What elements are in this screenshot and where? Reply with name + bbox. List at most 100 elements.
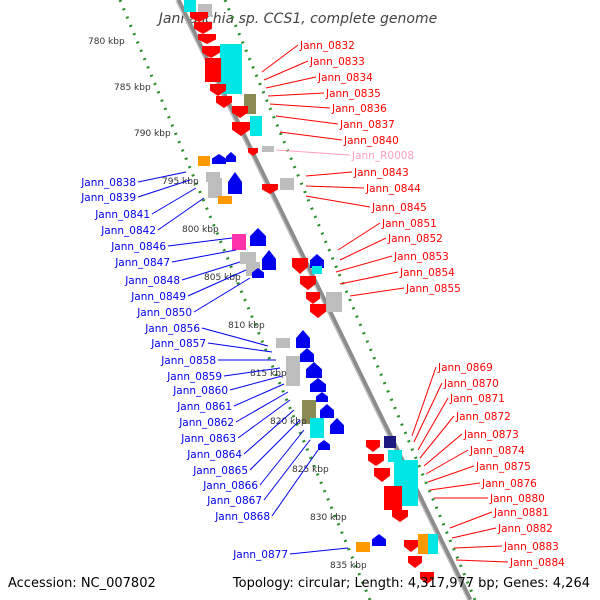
gene-feature[interactable] [280,178,294,190]
gene-label-right[interactable]: Jann_0853 [393,251,449,263]
gene-label-left[interactable]: Jann_0848 [124,275,180,287]
gene-feature[interactable] [205,58,221,82]
gene-label-right[interactable]: Jann_0854 [399,267,455,279]
gene-feature[interactable] [418,534,430,554]
gene-feature[interactable] [210,84,226,96]
gene-feature[interactable] [300,348,314,362]
gene-feature[interactable] [316,392,328,402]
gene-label-right[interactable]: Jann_0873 [463,429,519,441]
gene-feature[interactable] [252,268,264,278]
gene-feature[interactable] [286,356,300,386]
gene-feature[interactable] [320,404,334,418]
gene-label-left[interactable]: Jann_0862 [178,417,234,429]
gene-feature[interactable] [202,46,220,58]
gene-label-right[interactable]: Jann_0880 [489,493,545,505]
gene-feature[interactable] [226,152,236,162]
gene-feature[interactable] [216,96,232,108]
gene-feature[interactable] [428,534,438,554]
gene-label-left[interactable]: Jann_0842 [100,225,156,237]
gene-label-right[interactable]: Jann_0844 [365,183,421,195]
gene-label-right[interactable]: Jann_0833 [309,56,365,68]
gene-label-right[interactable]: Jann_0869 [437,362,493,374]
gene-feature[interactable] [310,418,324,438]
gene-label-left[interactable]: Jann_0850 [136,307,192,319]
gene-label-right[interactable]: Jann_0832 [299,40,355,52]
gene-label-left[interactable]: Jann_0857 [150,338,206,350]
gene-label-left[interactable]: Jann_0839 [80,192,136,204]
gene-feature[interactable] [306,362,322,378]
gene-feature[interactable] [384,486,402,510]
gene-feature[interactable] [296,330,310,348]
gene-feature[interactable] [292,258,308,274]
gene-feature[interactable] [312,266,322,274]
gene-label-left[interactable]: Jann_0849 [130,291,186,303]
gene-feature[interactable] [248,148,258,156]
gene-feature[interactable] [310,304,326,318]
gene-label-left[interactable]: Jann_0864 [186,449,242,461]
gene-feature[interactable] [208,178,222,198]
gene-feature[interactable] [366,440,380,452]
gene-feature[interactable] [310,378,326,392]
gene-feature[interactable] [232,122,250,136]
gene-feature[interactable] [356,542,370,552]
gene-label-right[interactable]: Jann_R0008 [351,150,414,162]
gene-feature[interactable] [276,338,290,348]
gene-label-right[interactable]: Jann_0872 [455,411,511,423]
gene-label-right[interactable]: Jann_0836 [331,103,387,115]
gene-feature[interactable] [326,292,342,312]
gene-label-right[interactable]: Jann_0835 [325,88,381,100]
gene-label-left[interactable]: Jann_0856 [144,323,200,335]
gene-label-left[interactable]: Jann_0866 [202,480,258,492]
gene-label-right[interactable]: Jann_0840 [343,135,399,147]
gene-label-left[interactable]: Jann_0846 [110,241,166,253]
gene-label-right[interactable]: Jann_0843 [353,167,409,179]
gene-label-right[interactable]: Jann_0870 [443,378,499,390]
gene-feature[interactable] [318,440,330,450]
gene-feature[interactable] [206,172,220,182]
gene-label-right[interactable]: Jann_0875 [475,461,531,473]
gene-label-right[interactable]: Jann_0837 [339,119,395,131]
gene-feature[interactable] [218,196,232,204]
gene-label-right[interactable]: Jann_0874 [469,445,525,457]
gene-feature[interactable] [198,156,210,166]
gene-label-left[interactable]: Jann_0861 [176,401,232,413]
gene-label-left[interactable]: Jann_0868 [214,511,270,523]
gene-label-right[interactable]: Jann_0881 [493,507,549,519]
gene-label-right[interactable]: Jann_0855 [405,283,461,295]
gene-feature[interactable] [300,276,316,290]
gene-feature[interactable] [404,540,418,552]
gene-feature[interactable] [374,468,390,482]
gene-label-left[interactable]: Jann_0838 [80,177,136,189]
gene-label-right[interactable]: Jann_0884 [509,557,565,569]
gene-label-right[interactable]: Jann_0845 [371,202,427,214]
gene-feature[interactable] [232,106,248,118]
gene-feature[interactable] [408,556,422,568]
gene-feature[interactable] [250,116,262,136]
gene-label-left[interactable]: Jann_0847 [114,257,170,269]
gene-feature[interactable] [184,0,196,12]
gene-feature[interactable] [388,450,402,462]
gene-label-left[interactable]: Jann_0859 [166,371,222,383]
gene-feature[interactable] [392,510,408,522]
gene-label-right[interactable]: Jann_0871 [449,393,505,405]
gene-label-left[interactable]: Jann_0865 [192,465,248,477]
gene-feature[interactable] [194,22,212,34]
gene-feature[interactable] [262,146,274,152]
gene-feature[interactable] [310,254,324,268]
gene-feature[interactable] [232,234,246,250]
gene-feature[interactable] [384,436,396,448]
gene-feature[interactable] [240,252,256,264]
gene-feature[interactable] [212,154,226,164]
gene-label-left[interactable]: Jann_0867 [206,495,262,507]
gene-feature[interactable] [198,34,216,44]
gene-label-right[interactable]: Jann_0851 [381,218,437,230]
gene-label-left[interactable]: Jann_0858 [160,355,216,367]
gene-feature[interactable] [190,12,208,22]
gene-label-right[interactable]: Jann_0883 [503,541,559,553]
gene-label-right[interactable]: Jann_0882 [497,523,553,535]
gene-label-left[interactable]: Jann_0877 [232,549,288,561]
gene-feature[interactable] [220,44,242,94]
gene-label-left[interactable]: Jann_0860 [172,385,228,397]
gene-feature[interactable] [372,534,386,546]
gene-feature[interactable] [420,572,434,584]
